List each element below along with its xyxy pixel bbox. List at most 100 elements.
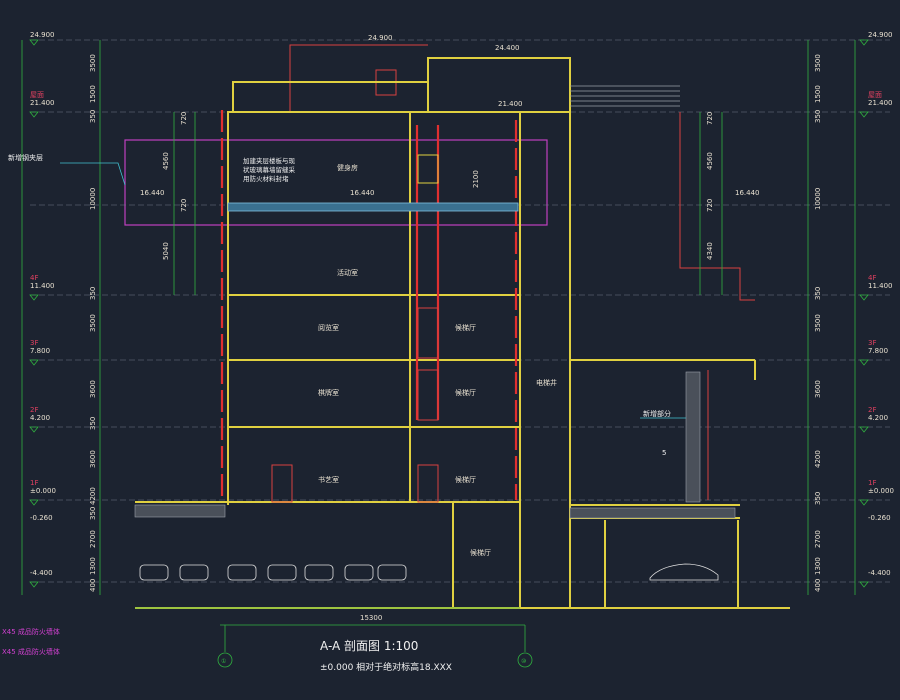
right-dim-7: 4200	[814, 450, 822, 468]
mezzanine-label: 新增钢夹层	[8, 153, 43, 162]
mezzanine-note-3: 用防火材料封堵	[243, 174, 289, 183]
left-floor-3: 3F	[30, 339, 38, 347]
text-layer: 24.900 屋面 21.400 4F 11.400 3F 7.800 2F 4…	[2, 31, 894, 673]
left-floor-5: 1F	[30, 479, 38, 487]
right-dim-11: 400	[814, 579, 822, 592]
left-dim-9: 4200	[89, 487, 97, 505]
left-elev-3: 7.800	[30, 347, 50, 355]
drawing-subtitle: ±0.000 相对于绝对标高18.XXX	[320, 661, 452, 673]
right-dim-6: 3600	[814, 380, 822, 398]
left-dim-6: 3600	[89, 380, 97, 398]
right-inner-0: 720	[706, 112, 714, 125]
right-dim-3: 10000	[814, 188, 822, 210]
room-lobby-1f: 候梯厅	[455, 475, 476, 484]
right-floor-5: 1F	[868, 479, 876, 487]
right-elev-1: 21.400	[868, 99, 893, 107]
mezzanine-note-1: 加建夹层楼板与现	[243, 156, 296, 165]
right-inner-2: 720	[706, 199, 714, 212]
left-dim-3: 10000	[89, 188, 97, 210]
grid-axes	[217, 625, 533, 668]
room-chess: 棋牌室	[318, 388, 339, 397]
left-elev-2: 11.400	[30, 282, 55, 290]
left-dim-12: 1300	[89, 557, 97, 575]
right-dim-8: 350	[814, 492, 822, 505]
left-inner-3: 5040	[162, 242, 170, 260]
left-floor-1: 屋面	[30, 91, 44, 99]
right-floor-1: 屋面	[868, 91, 882, 99]
left-dim-2: 350	[89, 110, 97, 123]
drawing-title: A-A 剖面图 1:100	[320, 639, 418, 653]
elevation-triangles	[29, 39, 869, 588]
room-lobby-3f: 候梯厅	[455, 323, 476, 332]
mezz-height: 2100	[472, 170, 480, 188]
grid-axis-1: ⑩	[521, 658, 526, 665]
right-elev-4: 4.200	[868, 414, 888, 422]
door-frames	[417, 154, 439, 184]
mezzanine-highlight-box	[124, 139, 548, 226]
room-shaft: 电梯井	[536, 378, 557, 387]
misc-mark: 5	[662, 449, 666, 457]
right-floor-2: 4F	[868, 274, 876, 282]
left-dim-10: 350	[89, 507, 97, 520]
mezzanine-leader	[60, 162, 126, 186]
left-elev-5: ±0.000	[30, 487, 56, 495]
dimension-chains	[21, 40, 856, 626]
left-inner-0: 720	[180, 112, 188, 125]
right-elev-7: -4.400	[868, 569, 891, 577]
right-floor-3: 3F	[868, 339, 876, 347]
grid-axis-0: ①	[221, 658, 226, 665]
right-dim-9: 2700	[814, 530, 822, 548]
right-dim-1: 1500	[814, 85, 822, 103]
ground-slab-right	[569, 507, 736, 519]
right-elev-6: -0.260	[868, 514, 891, 522]
left-elev-0: 24.900	[30, 31, 55, 39]
right-elev-2: 11.400	[868, 282, 893, 290]
legend-item-0: X45 成品防火墙体	[2, 627, 60, 636]
right-dim-4: 350	[814, 287, 822, 300]
top-elev-0: 24.900	[368, 34, 393, 42]
left-elev-7: -4.400	[30, 569, 53, 577]
room-reading: 阅览室	[318, 323, 339, 332]
right-dim-10: 1300	[814, 557, 822, 575]
top-elev-1: 24.400	[495, 44, 520, 52]
mezzanine-note-2: 状玻璃幕墙留缝采	[243, 165, 296, 174]
left-elev-4: 4.200	[30, 414, 50, 422]
left-dim-8: 3600	[89, 450, 97, 468]
left-dim-7: 350	[89, 417, 97, 430]
new-part-label: 新增部分	[643, 409, 671, 418]
right-elev-3: 7.800	[868, 347, 888, 355]
total-dimension: 15300	[360, 614, 382, 622]
left-elev-1: 21.400	[30, 99, 55, 107]
left-dim-13: 400	[89, 579, 97, 592]
left-dim-11: 2700	[89, 530, 97, 548]
left-dim-1: 1500	[89, 85, 97, 103]
parking-cars	[139, 563, 719, 581]
mezz-mark-2: 16.440	[735, 189, 760, 197]
right-dim-5: 3500	[814, 314, 822, 332]
left-floor-2: 4F	[30, 274, 38, 282]
room-art: 书艺室	[318, 475, 339, 484]
red-outlines	[289, 44, 755, 500]
right-dim-2: 350	[814, 110, 822, 123]
mezz-mark-0: 16.440	[140, 189, 165, 197]
left-floor-4: 2F	[30, 406, 38, 414]
left-inner-2: 720	[180, 199, 188, 212]
room-activity: 活动室	[337, 268, 358, 277]
left-dim-4: 350	[89, 287, 97, 300]
right-elev-0: 24.900	[868, 31, 893, 39]
room-lobby-b1: 候梯厅	[470, 548, 491, 557]
louvres	[570, 85, 680, 107]
right-inner-1: 4560	[706, 152, 714, 170]
legend-item-1: X45 成品防火墙体	[2, 647, 60, 656]
left-dim-0: 3500	[89, 54, 97, 72]
right-inner-3: 4340	[706, 242, 714, 260]
left-elev-6: -0.260	[30, 514, 53, 522]
new-part-hatch	[685, 371, 701, 503]
room-fitness: 健身房	[337, 163, 358, 172]
right-floor-4: 2F	[868, 406, 876, 414]
room-lobby-2f: 候梯厅	[455, 388, 476, 397]
right-elev-5: ±0.000	[868, 487, 894, 495]
left-dim-5: 3500	[89, 314, 97, 332]
mezzanine-slab	[227, 202, 519, 212]
